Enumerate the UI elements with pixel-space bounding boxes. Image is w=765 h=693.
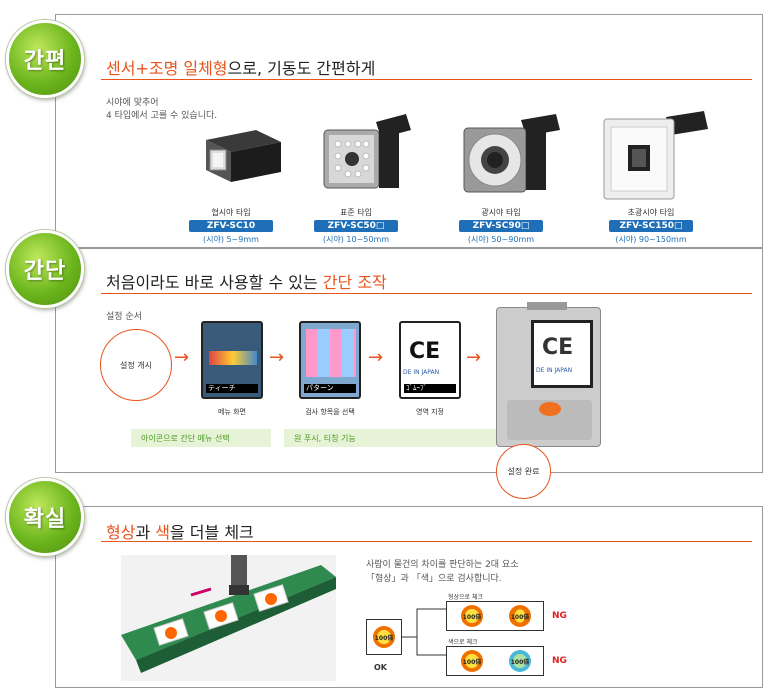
controller-device: CE DE IN JAPAN xyxy=(496,302,601,447)
setup-order-label: 설정 순서 xyxy=(106,312,142,322)
ok-sample-box: 100倍 xyxy=(366,619,402,655)
shape-check-label: 형상으로 체크 xyxy=(448,594,484,601)
color-ball-ok: 100倍 xyxy=(461,650,483,672)
shape-ball-ng: 100倍 xyxy=(509,605,531,627)
screen-bar: パターン xyxy=(304,384,356,393)
camera-sc150-image xyxy=(603,111,708,200)
camera-label-2: 표준 타입 ZFV-SC50□ (시야) 10~50mm xyxy=(301,207,411,245)
ok-label: OK xyxy=(374,663,387,672)
heading-rest: 으로, 기동도 간편하게 xyxy=(227,59,376,78)
camera-sc90-image xyxy=(463,114,560,193)
note-icon-menu: 아이콘으로 간단 메뉴 선택 xyxy=(131,429,271,447)
arrow-right-icon: → xyxy=(174,347,190,368)
screen-caption-1: 메뉴 화면 xyxy=(218,408,246,416)
section-simple-panel: 센서+조명 일체형으로, 기동도 간편하게 시야에 맞추어 4 타입에서 고를 … xyxy=(55,14,763,248)
section-simple-desc-2: 4 타입에서 고를 수 있습니다. xyxy=(106,111,218,121)
setup-finish-circle: 설정 완료 xyxy=(496,444,551,499)
camera-sc50-image xyxy=(323,114,411,189)
heading-rule xyxy=(101,541,752,542)
sure-desc-2: 「형상」과 「색」으로 검사합니다. xyxy=(366,574,502,584)
pattern-screen: パターン xyxy=(299,321,361,399)
section-sure-heading: 형상과 색을 더블 체크 xyxy=(106,523,254,542)
camera-label-3: 광시야 타입 ZFV-SC90□ (시야) 50~90mm xyxy=(446,207,556,245)
arrow-right-icon: → xyxy=(466,347,482,368)
arrow-right-icon: → xyxy=(269,347,285,368)
screen-bar: ｺﾞﾑｰﾌﾞ xyxy=(404,384,456,393)
shape-ng-label: NG xyxy=(552,611,567,621)
color-check-box: 100倍 100倍 xyxy=(446,646,544,676)
heading-rule xyxy=(101,293,752,294)
color-check-label: 색으로 체크 xyxy=(448,639,478,646)
setup-start-circle: 설정 개시 xyxy=(100,329,172,401)
badge-simple: 간편 xyxy=(6,20,84,98)
heading-highlight: 센서+조명 일체형 xyxy=(106,59,228,78)
shape-ball-ok: 100倍 xyxy=(461,605,483,627)
color-ng-label: NG xyxy=(552,656,567,666)
screen-bar: ティーチ xyxy=(206,384,258,393)
screen-caption-2: 검사 항목을 선택 xyxy=(305,408,355,416)
shape-check-box: 100倍 100倍 xyxy=(446,601,544,631)
camera-label-4: 초광시야 타입 ZFV-SC150□ (시야) 90~150mm xyxy=(596,207,706,245)
arrow-right-icon: → xyxy=(368,347,384,368)
section-simple-desc-1: 시야에 맞추어 xyxy=(106,98,159,108)
note-teaching: 원 푸시, 티칭 기능 xyxy=(284,429,496,447)
ok-ball: 100倍 xyxy=(373,626,395,648)
area-screen: CE DE IN JAPAN ｺﾞﾑｰﾌﾞ xyxy=(399,321,461,399)
section-sure-panel: 형상과 색을 더블 체크 사람이 물건의 차이를 판단하는 2대 요소 「형상」… xyxy=(55,506,763,688)
badge-easy: 간단 xyxy=(6,230,84,308)
conveyor-illustration xyxy=(121,555,336,681)
heading-rule xyxy=(101,79,752,80)
section-easy-panel: 처음이라도 바로 사용할 수 있는 간단 조작 설정 순서 설정 개시 → ティ… xyxy=(55,248,763,499)
color-ball-ng: 100倍 xyxy=(509,650,531,672)
branch-lines xyxy=(402,608,447,656)
badge-sure: 확실 xyxy=(6,478,84,556)
section-simple-heading: 센서+조명 일체형으로, 기동도 간편하게 xyxy=(106,55,375,79)
camera-label-1: 협시야 타입 ZFV-SC10 (시야) 5~9mm xyxy=(176,207,286,245)
screen-caption-3: 영역 지정 xyxy=(416,408,444,416)
sure-desc-1: 사람이 물건의 차이를 판단하는 2대 요소 xyxy=(366,560,519,570)
menu-screen: ティーチ xyxy=(201,321,263,399)
section-easy-heading: 처음이라도 바로 사용할 수 있는 간단 조작 xyxy=(106,273,387,292)
camera-sc10-image xyxy=(206,130,281,182)
